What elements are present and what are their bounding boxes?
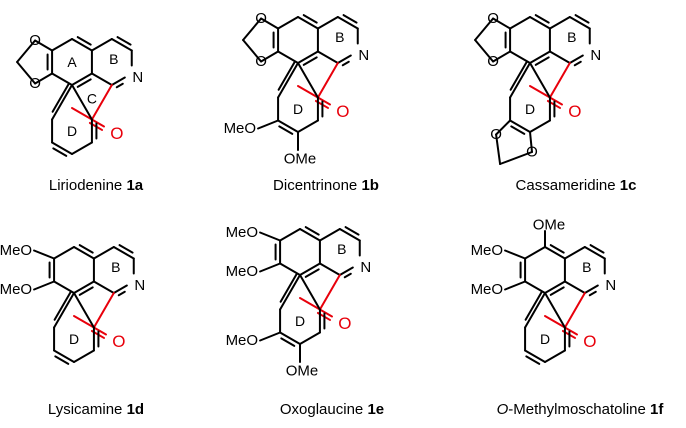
methoxy-group: OMe — [284, 151, 317, 168]
ring-label-d: D — [295, 313, 305, 329]
caption-name: Oxoglaucine — [280, 401, 368, 418]
methoxy-group: MeO — [471, 242, 504, 259]
nitrogen-atom: N — [132, 69, 143, 86]
ring-label-b: B — [582, 259, 591, 275]
nitrogen-atom: N — [358, 47, 369, 64]
dioxole-oxygen: O — [526, 144, 538, 161]
caption-label: 1e — [367, 401, 384, 418]
ring-label-c: C — [87, 91, 97, 107]
ring-label-b: B — [335, 29, 344, 45]
ring-label-b: B — [111, 259, 120, 275]
compound-1a: N O B D A C O O Liriodenine 1a — [16, 32, 144, 194]
nitrogen-atom: N — [360, 259, 371, 276]
dioxole-oxygen: O — [29, 75, 41, 92]
nitrogen-atom: N — [134, 277, 145, 294]
caption-label: 1a — [126, 177, 143, 194]
methoxy-group: MeO — [226, 332, 259, 349]
ring-label-b: B — [567, 29, 576, 45]
caption-label: 1b — [361, 177, 379, 194]
caption-prefix: O — [497, 401, 509, 418]
ring-label-d: D — [69, 331, 79, 347]
dioxole-oxygen: O — [29, 32, 41, 49]
dioxole-oxygen: O — [490, 126, 502, 143]
dioxole-oxygen: O — [255, 53, 267, 70]
compound-1d: N O B D MeO MeO Lysicamine 1d — [0, 242, 145, 418]
dioxole-oxygen: O — [487, 10, 499, 27]
carbonyl-oxygen: O — [336, 102, 349, 121]
ring-label-d: D — [67, 123, 77, 139]
compound-caption: Lysicamine 1d — [48, 401, 144, 418]
methoxy-group: MeO — [226, 224, 259, 241]
carbonyl-oxygen: O — [568, 102, 581, 121]
carbonyl-oxygen: O — [112, 332, 125, 351]
compound-caption: Dicentrinone 1b — [273, 177, 379, 194]
compound-caption: Cassameridine 1c — [516, 177, 637, 194]
caption-name: Lysicamine — [48, 401, 127, 418]
ring-label-a: A — [67, 54, 77, 70]
nitrogen-atom: N — [605, 277, 616, 294]
compound-caption: Liriodenine 1a — [49, 177, 144, 194]
caption-name: Cassameridine — [516, 177, 620, 194]
compound-1c: N O B D O O O O Cassameridine 1c — [474, 10, 637, 194]
methoxy-group: MeO — [224, 120, 257, 137]
methoxy-group: OMe — [533, 217, 566, 234]
dioxole-oxygen: O — [487, 53, 499, 70]
methoxy-group: MeO — [0, 242, 32, 259]
caption-label: 1d — [127, 401, 145, 418]
methoxy-group: MeO — [471, 281, 504, 298]
caption-label: 1f — [650, 401, 664, 418]
caption-name: Liriodenine — [49, 177, 127, 194]
methoxy-group: MeO — [226, 263, 259, 280]
carbonyl-oxygen: O — [338, 314, 351, 333]
ring-label-d: D — [540, 331, 550, 347]
ring-label-b: B — [337, 241, 346, 257]
compound-caption: Oxoglaucine 1e — [280, 401, 384, 418]
caption-name: -Methylmoschatoline — [508, 401, 650, 418]
ring-label-b: B — [109, 51, 118, 67]
methoxy-group: MeO — [0, 281, 32, 298]
methoxy-group: OMe — [286, 363, 319, 380]
carbonyl-oxygen: O — [110, 124, 123, 143]
dioxole-oxygen: O — [255, 10, 267, 27]
caption-name: Dicentrinone — [273, 177, 361, 194]
carbonyl-oxygen: O — [583, 332, 596, 351]
ring-label-d: D — [293, 101, 303, 117]
compound-caption: O-Methylmoschatoline 1f — [497, 401, 665, 418]
nitrogen-atom: N — [590, 47, 601, 64]
caption-label: 1c — [620, 177, 637, 194]
ring-label-d: D — [525, 101, 535, 117]
